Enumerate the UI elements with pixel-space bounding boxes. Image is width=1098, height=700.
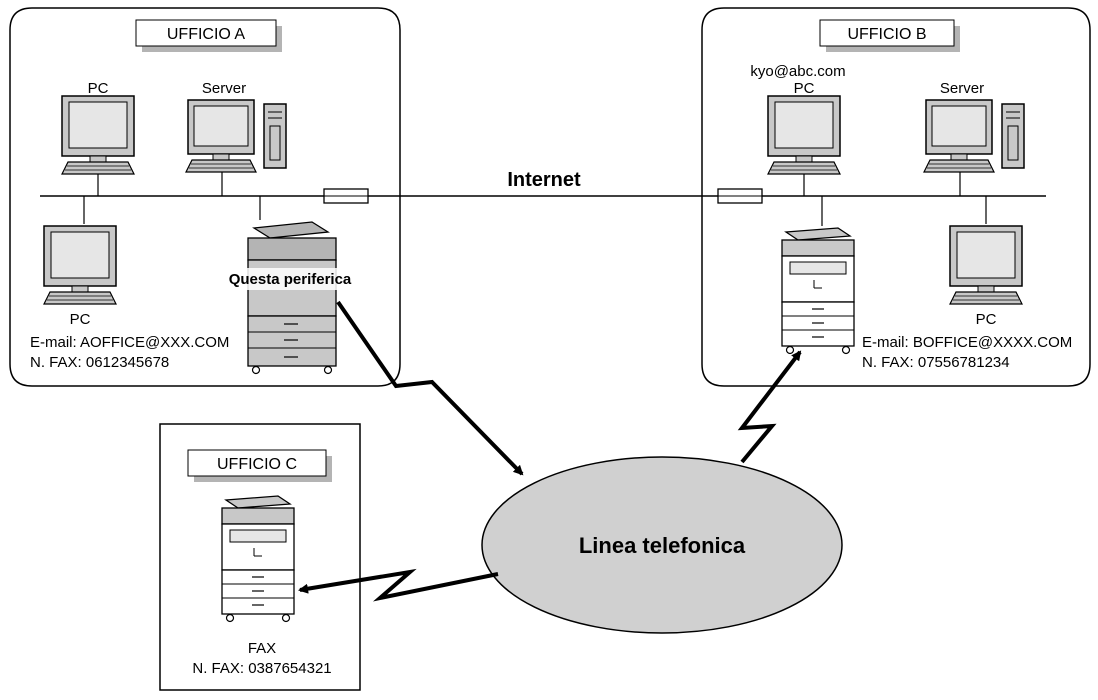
office-a-title: UFFICIO A (167, 26, 246, 43)
office-b-border (701, 7, 1091, 387)
office-a-pc-bottom-label: PC (70, 311, 91, 328)
office-c-fax-number: N. FAX: 0387654321 (192, 660, 331, 677)
office-b-pc-bottom (949, 225, 1023, 305)
office-b-title: UFFICIO B (847, 26, 926, 43)
link-phone-to-c (298, 568, 499, 602)
office-a-fax: N. FAX: 0612345678 (30, 354, 169, 371)
office-c-fax-machine (221, 495, 295, 623)
office-a-pc-top-label: PC (88, 80, 109, 97)
phone-line: Linea telefonica (481, 456, 843, 634)
link-phone-to-b (737, 350, 802, 464)
office-b-pc-bottom-label: PC (976, 311, 997, 328)
office-c-fax-label: FAX (248, 640, 276, 657)
office-b: UFFICIO B kyo@abc.com PC Server PC E-mai… (701, 7, 1091, 387)
office-b-mfp (781, 227, 855, 355)
office-b-fax: N. FAX: 07556781234 (862, 354, 1010, 371)
office-a-server (185, 99, 287, 173)
office-c-border (159, 423, 361, 691)
office-b-title-box (819, 19, 955, 47)
office-c-title-box (187, 449, 327, 477)
office-b-pc-top-label: PC (794, 80, 815, 97)
office-a: UFFICIO A PC Server PC Questa periferica… (9, 7, 401, 387)
office-b-pc-top (767, 95, 841, 175)
office-b-email: E-mail: BOFFICE@XXXX.COM (862, 334, 1072, 351)
phone-line-label: Linea telefonica (579, 533, 746, 558)
link-a-to-phone (336, 300, 524, 476)
phone-line-cloud (481, 456, 843, 634)
internet-link: Internet (40, 169, 1046, 204)
office-a-server-label: Server (202, 80, 246, 97)
office-a-title-box (135, 19, 277, 47)
this-device-label: Questa periferica (229, 271, 352, 288)
office-c-title: UFFICIO C (217, 456, 297, 473)
this-device-mfp (247, 221, 337, 375)
office-a-email: E-mail: AOFFICE@XXX.COM (30, 334, 229, 351)
office-a-pc-top (61, 95, 135, 175)
office-a-pc-bottom (43, 225, 117, 305)
office-b-server (923, 99, 1025, 173)
office-c: UFFICIO C FAX N. FAX: 0387654321 (159, 423, 361, 691)
office-a-border (9, 7, 401, 387)
office-b-server-label: Server (940, 80, 984, 97)
internet-label: Internet (507, 169, 581, 191)
office-b-pc-email: kyo@abc.com (750, 63, 845, 80)
